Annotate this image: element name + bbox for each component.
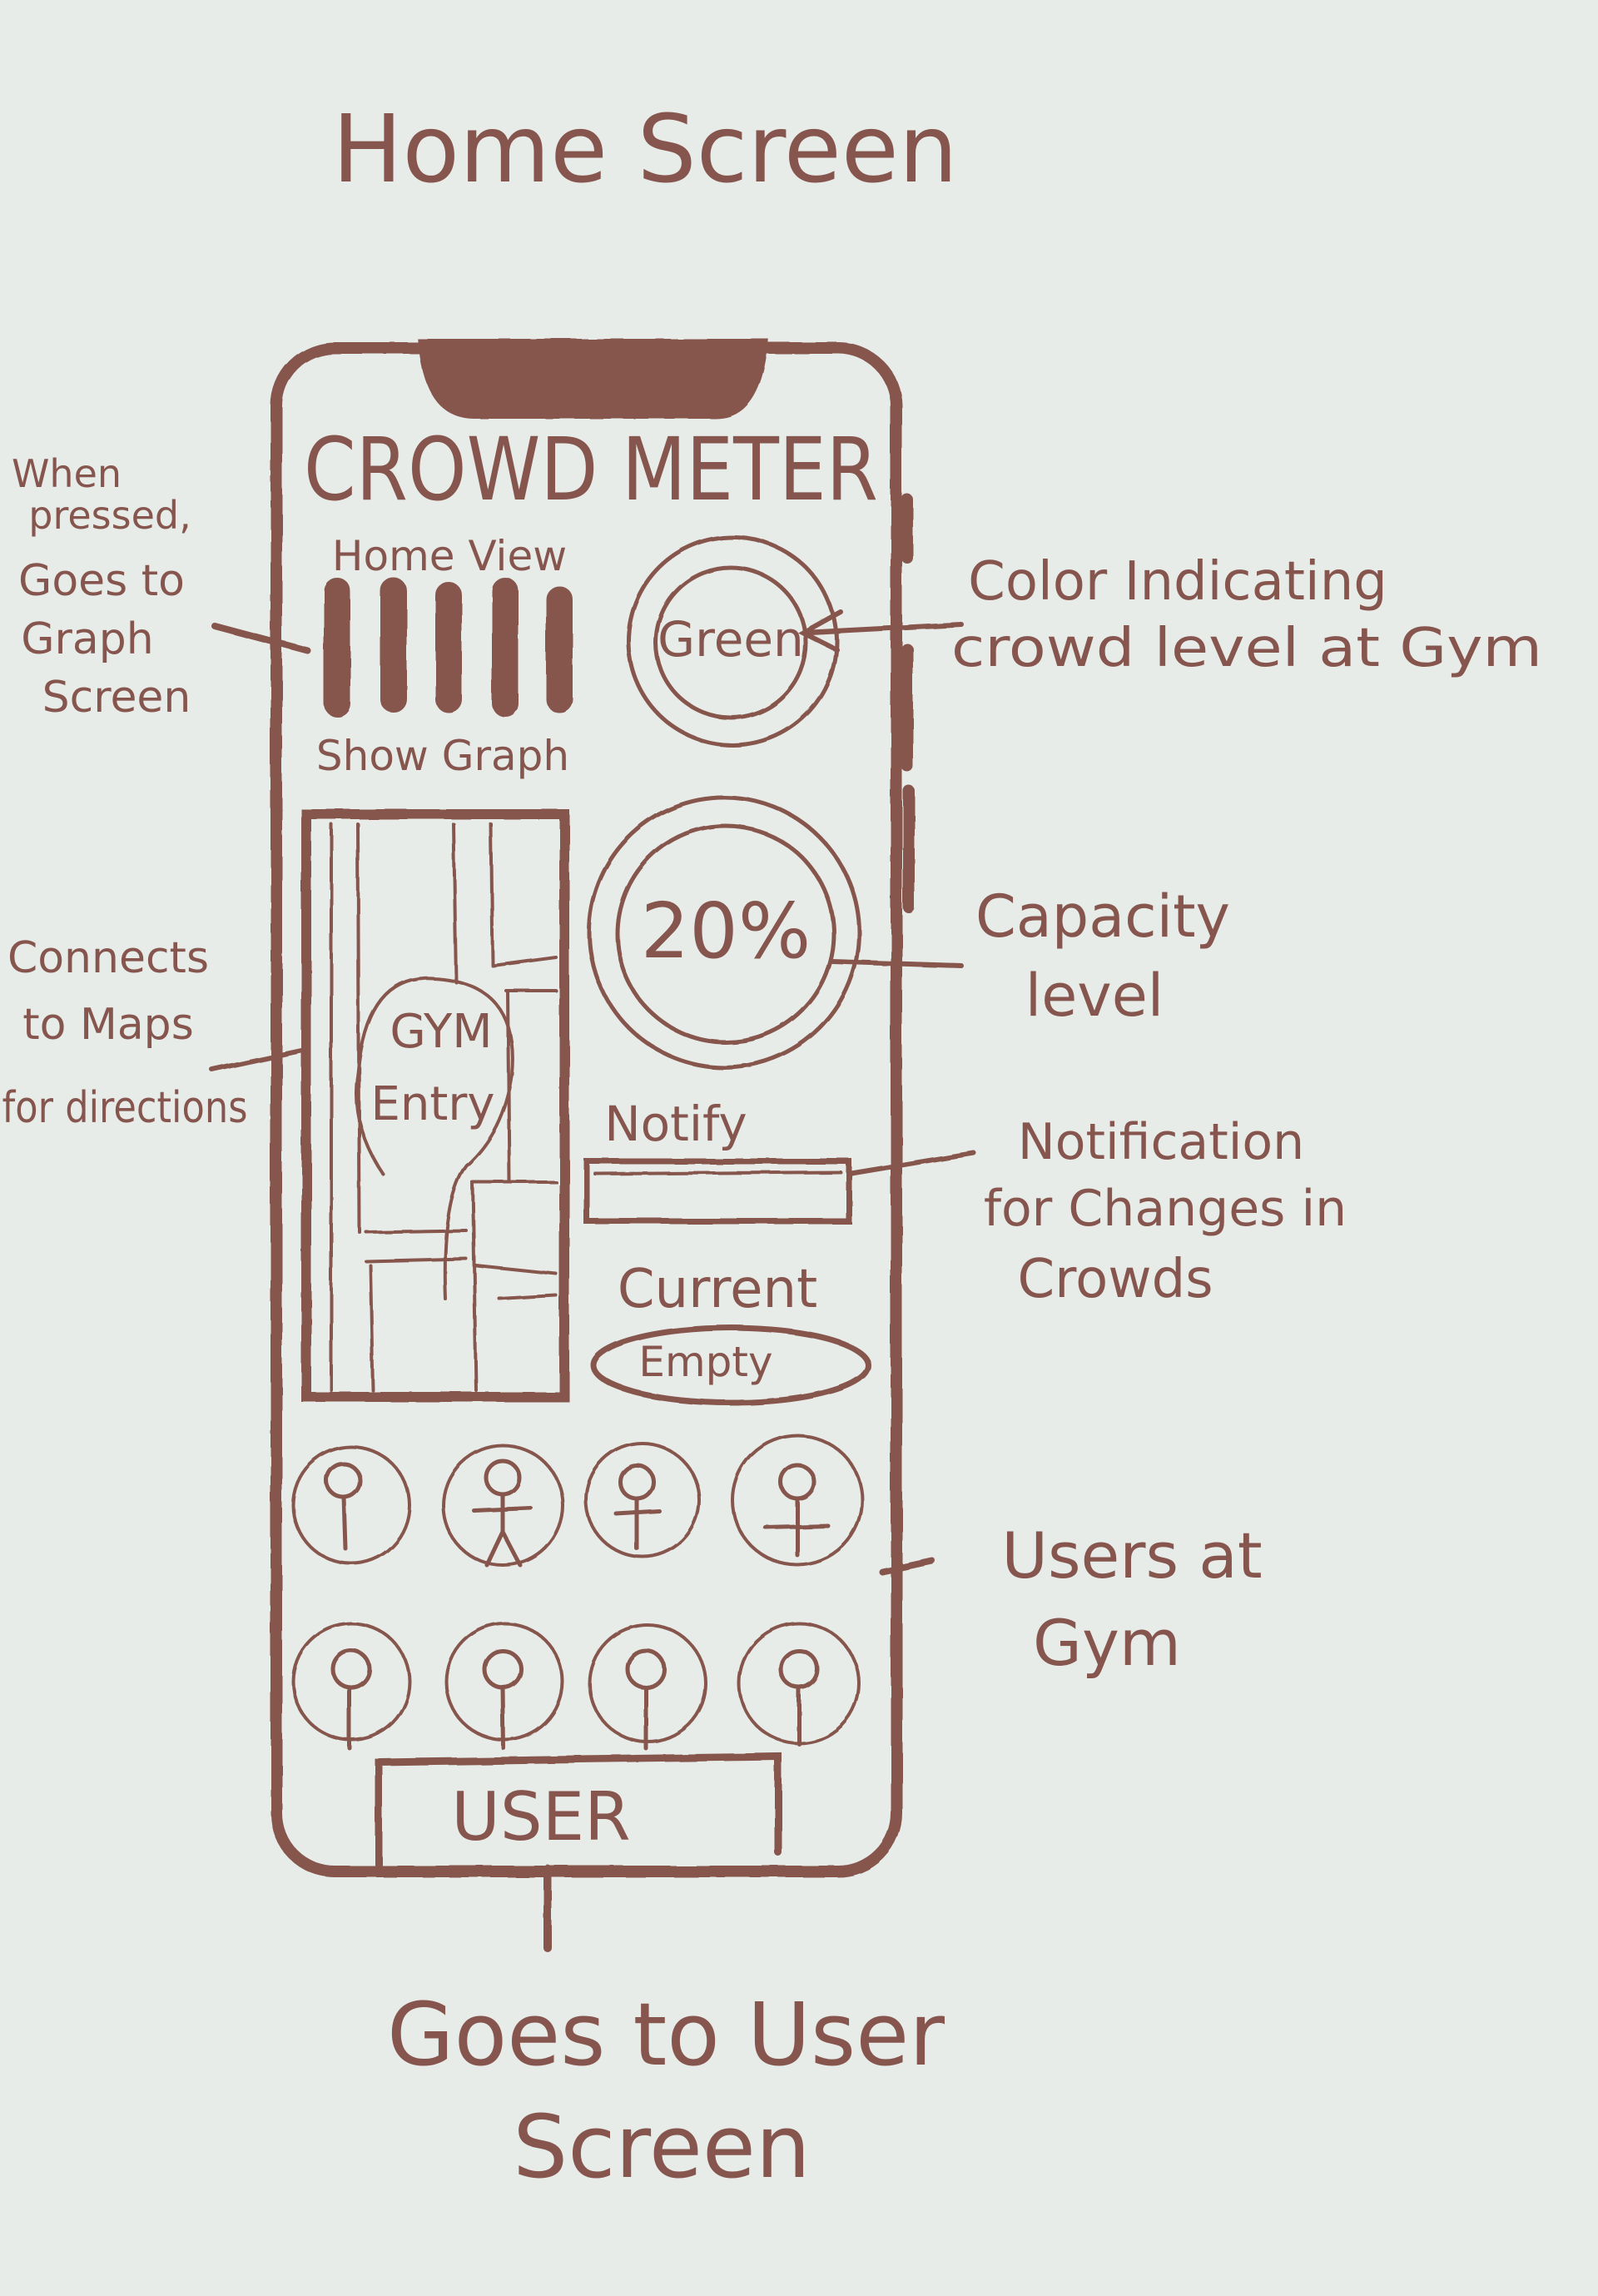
crowd-color-text: Green xyxy=(658,611,804,668)
maps-note-arrow xyxy=(210,1048,304,1072)
color-note-arrowhead xyxy=(797,609,843,652)
map-label-line1: GYM xyxy=(390,1005,492,1059)
notification-note-arrow xyxy=(846,1150,976,1176)
svg-text:to Maps: to Maps xyxy=(22,1000,194,1050)
svg-text:crowd level at Gym: crowd level at Gym xyxy=(951,618,1542,679)
home-view-label: Home View xyxy=(332,532,567,580)
show-graph-button[interactable] xyxy=(324,578,573,717)
svg-text:for Changes in: for Changes in xyxy=(984,1180,1347,1238)
graph-bar xyxy=(324,578,350,717)
svg-text:pressed,: pressed, xyxy=(28,493,191,538)
graph-note: When pressed, Goes to Graph Screen xyxy=(12,451,191,723)
svg-text:When: When xyxy=(12,451,122,496)
user-screen-note: Goes to User Screen xyxy=(387,1984,945,2198)
user-avatar[interactable] xyxy=(588,1623,707,1751)
users-note: Users at Gym xyxy=(1001,1518,1262,1680)
user-avatar[interactable] xyxy=(291,1445,411,1565)
svg-text:Connects: Connects xyxy=(7,933,209,983)
svg-text:Crowds: Crowds xyxy=(1017,1249,1213,1310)
user-avatar[interactable] xyxy=(731,1434,864,1567)
current-status-text: Empty xyxy=(638,1338,772,1386)
map-widget[interactable] xyxy=(301,809,569,1402)
phone-notch xyxy=(417,339,769,419)
user-avatar[interactable] xyxy=(444,1622,564,1751)
graph-bar xyxy=(435,582,462,713)
users-note-arrow xyxy=(879,1558,935,1575)
user-avatar[interactable] xyxy=(737,1622,861,1747)
graph-bar xyxy=(546,586,573,713)
users-grid xyxy=(291,1434,864,1751)
show-graph-label: Show Graph xyxy=(316,732,569,780)
user-avatar[interactable] xyxy=(584,1442,701,1558)
page-title: Home Screen xyxy=(332,96,957,204)
current-label: Current xyxy=(618,1259,817,1320)
svg-text:Screen: Screen xyxy=(42,673,191,723)
capacity-note: Capacity level xyxy=(975,882,1230,1030)
maps-note: Connects to Maps for directions xyxy=(2,933,248,1133)
notify-input[interactable] xyxy=(583,1158,852,1225)
user-avatar[interactable] xyxy=(441,1444,564,1568)
user-avatar[interactable] xyxy=(291,1622,411,1751)
app-title: CROWD METER xyxy=(304,419,878,520)
svg-text:Gym: Gym xyxy=(1033,1606,1181,1680)
svg-text:Notification: Notification xyxy=(1018,1113,1304,1171)
notify-label: Notify xyxy=(604,1096,747,1152)
svg-text:Capacity: Capacity xyxy=(975,882,1230,951)
graph-note-arrow xyxy=(211,623,311,654)
svg-text:Color Indicating: Color Indicating xyxy=(968,551,1387,613)
color-note-arrow xyxy=(801,622,964,635)
capacity-note-arrow xyxy=(830,959,964,968)
color-note: Color Indicating crowd level at Gym xyxy=(951,551,1542,679)
graph-bar xyxy=(492,578,519,717)
graph-bar xyxy=(380,578,407,713)
svg-text:Goes to: Goes to xyxy=(18,556,185,606)
svg-text:level: level xyxy=(1025,962,1164,1030)
notification-note: Notification for Changes in Crowds xyxy=(984,1113,1347,1310)
svg-text:Users at: Users at xyxy=(1001,1518,1262,1593)
svg-text:Graph: Graph xyxy=(21,614,154,664)
map-label-line2: Entry xyxy=(371,1077,495,1131)
current-status-pill xyxy=(590,1324,871,1406)
user-button-label: USER xyxy=(451,1778,630,1856)
svg-text:for directions: for directions xyxy=(2,1083,248,1133)
crowd-color-indicator xyxy=(626,534,839,748)
svg-text:Goes to User: Goes to User xyxy=(387,1984,945,2085)
user-button[interactable] xyxy=(375,1752,782,1869)
capacity-text: 20% xyxy=(641,887,811,976)
svg-text:Screen: Screen xyxy=(513,2096,811,2198)
capacity-gauge xyxy=(587,795,861,1070)
